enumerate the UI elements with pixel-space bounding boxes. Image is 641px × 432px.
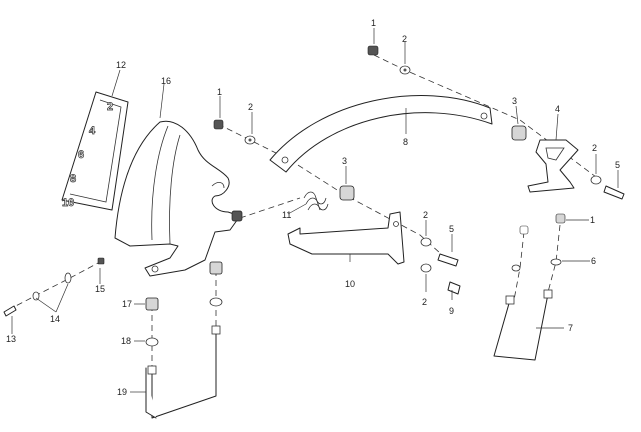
hardware — [3, 45, 625, 347]
callout-2-top: 2 — [402, 34, 407, 44]
callout-labels: 1 1 1 2 2 2 2 2 3 3 4 5 5 6 7 8 9 10 11 … — [6, 18, 620, 397]
arc-plate — [269, 95, 493, 173]
callout-6: 6 — [591, 256, 596, 266]
leader-lines — [11, 28, 619, 393]
callout-11: 11 — [282, 210, 291, 220]
callout-2-center-bottom: 2 — [422, 297, 427, 307]
callout-14: 14 — [50, 314, 60, 324]
shift-lever — [287, 211, 405, 265]
callout-5-center: 5 — [449, 224, 454, 234]
callout-1-left: 1 — [217, 87, 222, 97]
spring — [303, 191, 329, 211]
gear-number-2: 2 — [107, 101, 113, 113]
callout-19: 19 — [117, 387, 127, 397]
callout-2-right: 2 — [592, 143, 597, 153]
gear-number-6: 6 — [78, 149, 84, 161]
callout-12: 12 — [116, 60, 126, 70]
callout-4: 4 — [555, 104, 560, 114]
u-bolt-right — [493, 289, 553, 361]
callout-5-right: 5 — [615, 160, 620, 170]
callout-13: 13 — [6, 334, 16, 344]
callout-2-center-top: 2 — [423, 210, 428, 220]
gear-number-10: 10 — [62, 197, 74, 209]
callout-8: 8 — [403, 137, 408, 147]
gear-number-8: 8 — [70, 173, 76, 185]
callout-1-top: 1 — [371, 18, 376, 28]
callout-7: 7 — [568, 323, 573, 333]
right-bracket — [527, 139, 579, 193]
callout-3-center: 3 — [342, 156, 347, 166]
callout-17: 17 — [122, 299, 132, 309]
gear-number-4: 4 — [89, 125, 96, 137]
u-bolt-lower — [145, 325, 221, 419]
callout-1-right: 1 — [590, 215, 595, 225]
callout-2-left: 2 — [248, 102, 253, 112]
callout-16: 16 — [161, 76, 171, 86]
callout-15: 15 — [95, 284, 105, 294]
shield-bracket — [114, 120, 243, 277]
callout-3-right: 3 — [512, 96, 517, 106]
callout-18: 18 — [121, 336, 131, 346]
gear-indicator-plate: 2 4 6 8 10 — [61, 91, 129, 211]
callout-9: 9 — [449, 306, 454, 316]
callout-10: 10 — [345, 279, 355, 289]
